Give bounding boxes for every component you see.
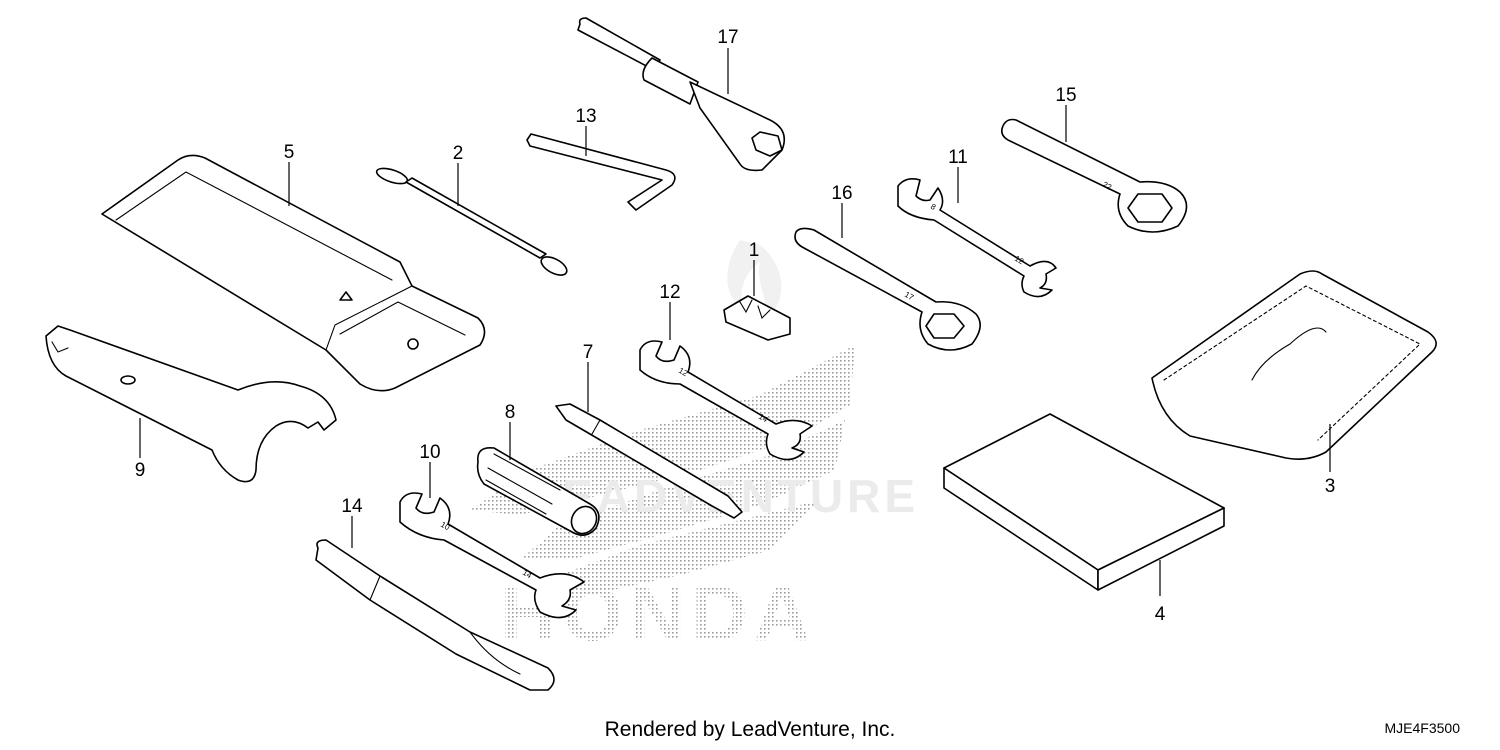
callout-1: 1 xyxy=(749,240,760,261)
callout-9: 9 xyxy=(135,460,146,481)
part-fuse-clip[interactable] xyxy=(723,260,791,341)
callout-8: 8 xyxy=(505,402,516,423)
diagram-code: MJE4F3500 xyxy=(1384,720,1460,736)
part-manual-pouch[interactable] xyxy=(1151,270,1437,472)
part-open-wrench-8-12[interactable]: 8 12 xyxy=(897,167,1057,298)
part-ring-pin[interactable] xyxy=(375,163,570,279)
callout-16: 16 xyxy=(831,183,852,204)
callout-2: 2 xyxy=(453,143,464,164)
part-extension-tool[interactable] xyxy=(315,516,555,691)
callout-11: 11 xyxy=(948,147,968,168)
part-pin-spanner[interactable] xyxy=(45,325,337,483)
part-screwdriver-handle[interactable] xyxy=(476,422,602,538)
part-open-wrench-10-14[interactable]: 10 14 xyxy=(399,462,585,619)
part-owners-manual[interactable] xyxy=(943,413,1225,596)
part-box-wrench-22[interactable]: 22 xyxy=(1000,105,1188,233)
callout-15: 15 xyxy=(1055,85,1076,106)
honda-wing-logo-icon: HONDA LEADVENTURE xyxy=(470,240,915,657)
part-spark-plug-wrench[interactable] xyxy=(577,17,786,172)
callout-7: 7 xyxy=(583,342,594,363)
callout-17: 17 xyxy=(717,27,738,48)
callout-3: 3 xyxy=(1325,476,1336,497)
wrench-11-stamp-a: 8 xyxy=(929,202,938,212)
part-tool-bag[interactable] xyxy=(101,154,486,392)
callout-13: 13 xyxy=(575,106,596,127)
part-hex-key[interactable] xyxy=(526,126,676,211)
part-box-wrench-17[interactable]: 17 xyxy=(794,203,981,351)
part-open-wrench-12-14[interactable]: 12 14 xyxy=(639,302,813,461)
callout-5: 5 xyxy=(284,142,295,163)
callout-14: 14 xyxy=(341,496,363,517)
callout-10: 10 xyxy=(419,442,440,463)
part-screwdriver-bit[interactable] xyxy=(555,362,743,519)
footer-credit: Rendered by LeadVenture, Inc. xyxy=(604,718,896,741)
callout-12: 12 xyxy=(659,282,680,303)
callout-4: 4 xyxy=(1155,604,1166,625)
